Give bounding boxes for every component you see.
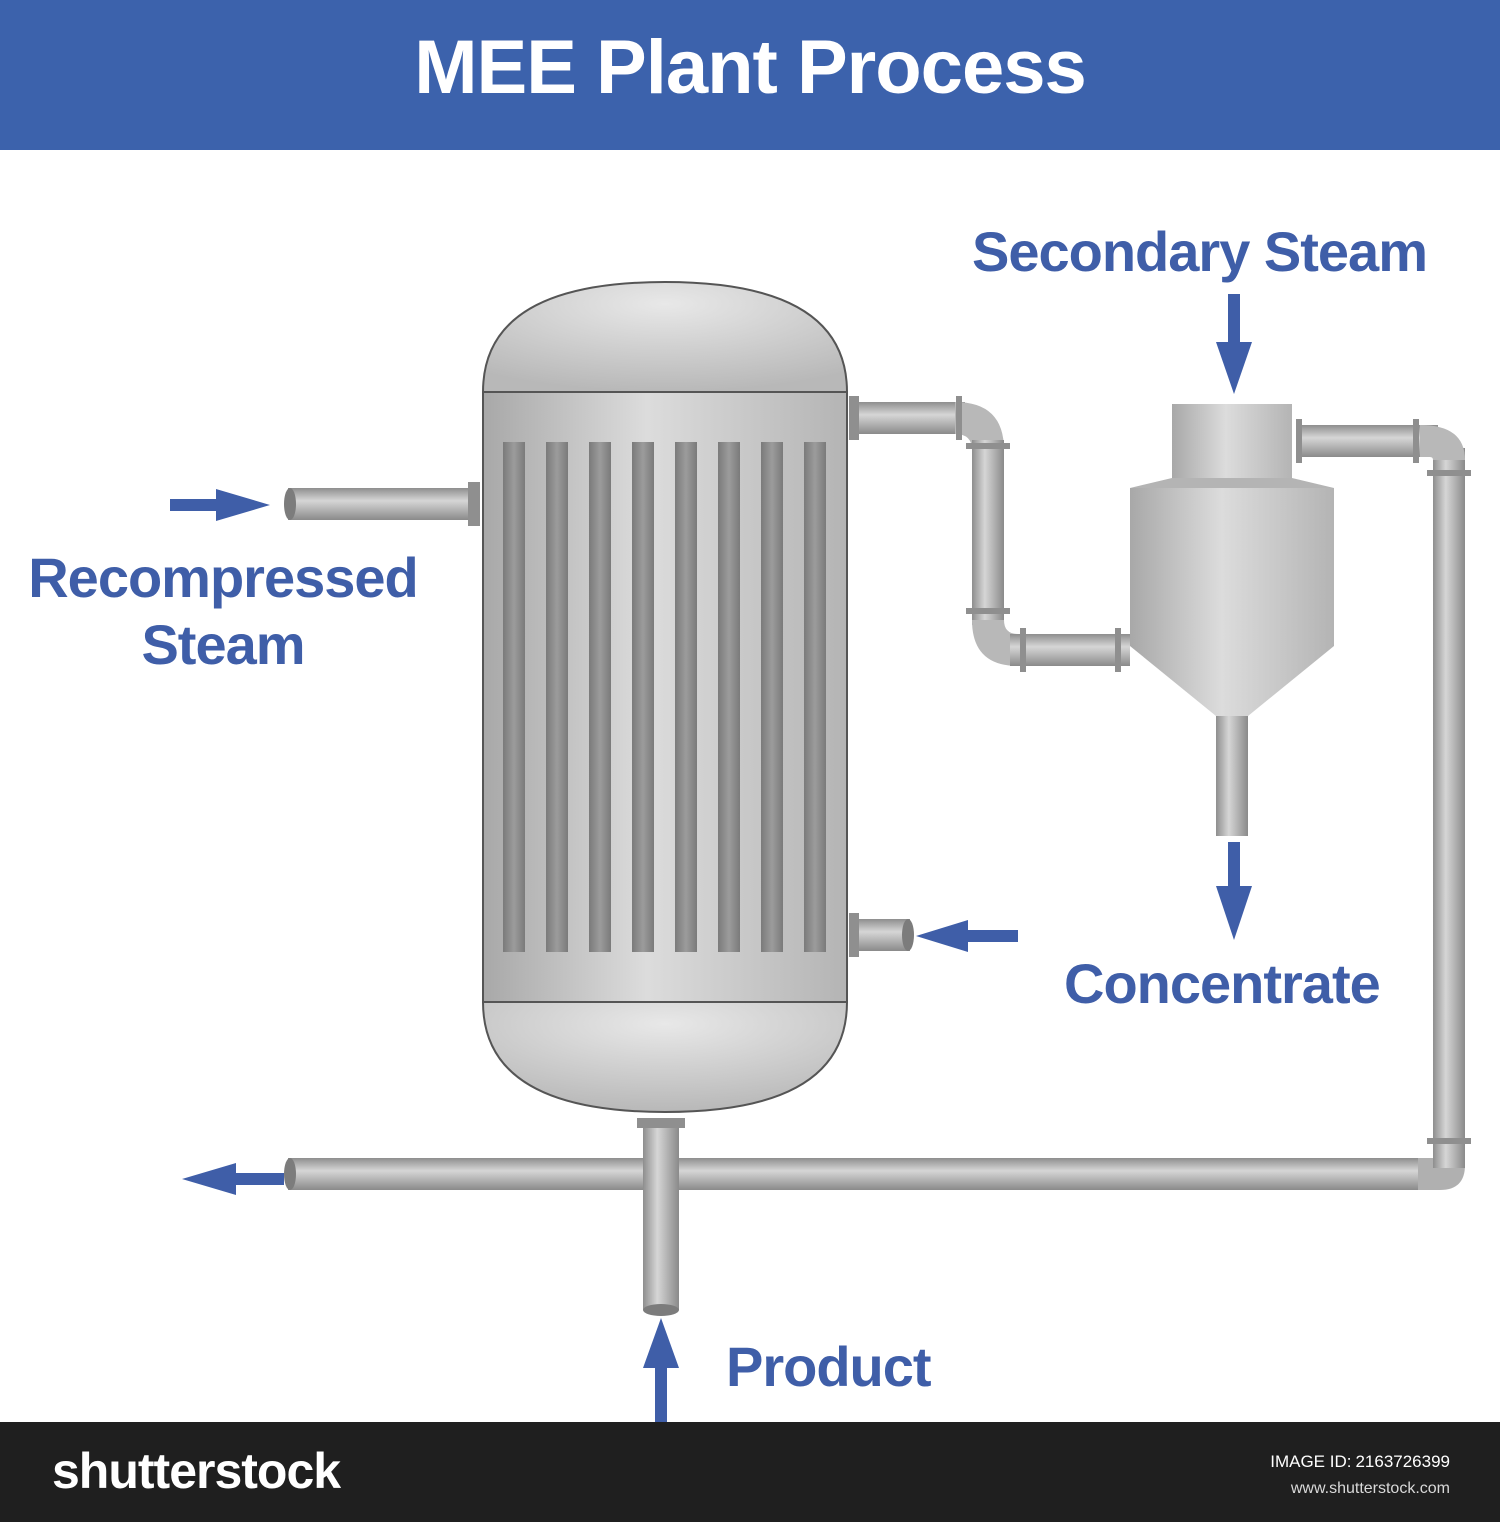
page-title: MEE Plant Process: [414, 25, 1087, 110]
vapor-outlet-pipe: [849, 396, 1130, 672]
image-id: IMAGE ID:2163726399: [1270, 1452, 1450, 1472]
product-inlet-pipe: [637, 1118, 685, 1316]
outlet-arrow: [182, 1163, 284, 1195]
concentrate-arrow: [1216, 842, 1252, 940]
image-id-label: IMAGE ID:: [1270, 1452, 1352, 1471]
recompressed-steam-line2: Steam: [141, 613, 305, 677]
product-arrow: [643, 1318, 679, 1422]
arrows: [170, 294, 1252, 1422]
recompressed-steam-arrow: [170, 489, 270, 521]
title-bar: MEE Plant Process: [0, 0, 1500, 150]
recompressed-steam-label: Recompressed Steam: [28, 544, 419, 678]
footer-bar: shutterstock IMAGE ID:2163726399 www.shu…: [0, 1422, 1500, 1522]
evaporator-vessel: [481, 280, 849, 1114]
separator-top-pipe: [1296, 419, 1465, 463]
process-diagram: [170, 280, 1471, 1422]
secondary-steam-arrow: [1216, 294, 1252, 394]
feed-arrow: [916, 920, 1018, 952]
image-id-value: 2163726399: [1355, 1452, 1450, 1471]
footer-url: www.shutterstock.com: [1290, 1480, 1450, 1497]
concentrate-label: Concentrate: [1064, 952, 1381, 1015]
product-label: Product: [726, 1335, 932, 1398]
steam-inlet-pipe: [284, 482, 480, 526]
heat-exchanger-tubes: [503, 442, 826, 952]
secondary-steam-label: Secondary Steam: [972, 220, 1428, 283]
right-vertical-pipe: [1433, 448, 1465, 1168]
bottom-return-pipe: [284, 1158, 1465, 1190]
feed-inlet-pipe: [849, 913, 914, 957]
recompressed-steam-line1: Recompressed: [28, 546, 419, 609]
vapor-separator: [1130, 404, 1334, 836]
shutterstock-logo: shutterstock: [52, 1443, 341, 1499]
